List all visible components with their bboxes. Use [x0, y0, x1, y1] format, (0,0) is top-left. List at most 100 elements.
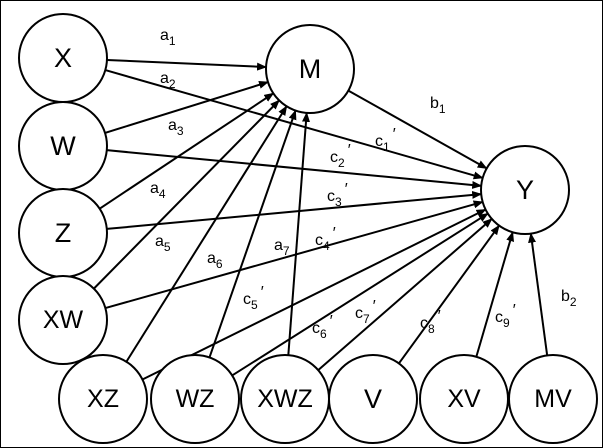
edge-label-base: c [330, 149, 338, 166]
edge-xz-to-y [141, 208, 487, 381]
edge-label-subscript: 3 [335, 195, 342, 209]
node-circle [58, 354, 148, 444]
edge-z-to-y [106, 190, 483, 230]
edge-label-prime: ′ [393, 126, 396, 143]
edge-label-v-to-y: c8′ [420, 308, 441, 336]
edge-label-base: a [155, 233, 164, 250]
node-wz: WZ [150, 354, 240, 444]
edge-label-prime: ′ [261, 284, 264, 301]
edge-label-x-to-m: a1 [160, 27, 176, 48]
edge-label-subscript: 1 [383, 140, 390, 154]
edge-label-w-to-y: c2′ [330, 142, 351, 170]
node-w: W [18, 101, 108, 191]
edge-mv-to-y [528, 232, 549, 356]
node-xwz: XWZ [240, 354, 330, 444]
edge-label-subscript: 9 [503, 316, 510, 330]
edge-label-xz-to-m: a5 [155, 233, 171, 254]
node-m: M [265, 24, 355, 114]
edge-label-subscript: 3 [177, 124, 184, 138]
node-circle [328, 354, 418, 444]
edge-w-to-m [104, 80, 269, 134]
edge-label-prime: ′ [345, 181, 348, 198]
node-xz: XZ [58, 354, 148, 444]
edge-label-prime: ′ [438, 308, 441, 325]
node-label-xwz: XWZ [257, 385, 313, 413]
edge-label-subscript: 4 [159, 187, 166, 201]
edge-z-to-m [99, 92, 275, 210]
edge-label-subscript: 8 [428, 322, 435, 336]
edge-label-base: c [312, 320, 320, 337]
edge-wz-to-y [231, 212, 489, 377]
edge-label-m-to-y: b1 [430, 95, 446, 116]
node-y: Y [480, 145, 570, 235]
edge-label-xw-to-m: a4 [150, 180, 166, 201]
edge-xwz-to-m [287, 111, 310, 356]
edge-label-subscript: 6 [320, 327, 327, 341]
node-label-mv: MV [534, 385, 572, 413]
node-circle [150, 354, 240, 444]
edge-label-base: b [561, 288, 570, 305]
edge-label-base: a [207, 250, 216, 267]
node-label-z: Z [55, 218, 72, 248]
edge-xw-to-m [93, 99, 280, 290]
node-label-w: W [50, 131, 76, 161]
node-z: Z [18, 188, 108, 278]
edge-label-subscript: 7 [283, 244, 290, 258]
edge-label-subscript: 1 [169, 34, 176, 48]
edge-v-to-y [398, 224, 500, 365]
edge-xwz-to-y [317, 218, 493, 371]
edge-label-base: c [327, 188, 335, 205]
edge-label-xw-to-y: c4′ [315, 225, 336, 253]
edge-label-base: c [495, 309, 503, 326]
edge-label-subscript: 2 [169, 77, 176, 91]
edge-label-mv-to-y: b2 [561, 288, 577, 309]
node-xw: XW [18, 275, 108, 365]
edge-label-base: a [160, 27, 169, 44]
node-label-xz: XZ [87, 385, 119, 413]
node-circle [18, 275, 108, 365]
node-label-v: V [364, 384, 382, 414]
edge-label-base: c [315, 232, 323, 249]
edge-label-xwz-to-y: c7′ [355, 298, 376, 326]
edge-label-prime: ′ [373, 298, 376, 315]
edge-label-base: a [168, 117, 177, 134]
edge-label-wz-to-m: a6 [207, 250, 223, 271]
edge-label-wz-to-y: c6′ [312, 313, 333, 341]
edge-label-base: c [375, 133, 383, 150]
node-label-x: X [54, 43, 72, 73]
edge-label-subscript: 1 [439, 102, 446, 116]
edge-label-base: a [160, 70, 169, 87]
edge-label-xv-to-y: c9′ [495, 302, 516, 330]
edge-w-to-y [106, 149, 483, 189]
node-circle [265, 24, 355, 114]
edge-label-subscript: 6 [216, 257, 223, 271]
node-circle [480, 145, 570, 235]
edge-label-x-to-y: c1′ [375, 126, 396, 154]
edge-label-subscript: 2 [570, 295, 577, 309]
edge-label-subscript: 5 [251, 298, 258, 312]
node-label-y: Y [516, 175, 534, 205]
node-circle [508, 354, 598, 444]
edge-label-subscript: 5 [164, 240, 171, 254]
node-label-xw: XW [43, 306, 84, 334]
edge-label-xwz-to-m: a7 [274, 237, 290, 258]
edge-xw-to-y [105, 200, 484, 310]
edge-label-base: c [355, 305, 363, 322]
node-label-m: M [299, 54, 322, 84]
edge-x-to-y [105, 69, 484, 180]
node-label-wz: WZ [176, 385, 215, 413]
node-label-xv: XV [447, 385, 481, 413]
node-x: X [18, 13, 108, 103]
node-mv: MV [508, 354, 598, 444]
edge-label-base: c [243, 291, 251, 308]
edge-label-w-to-m: a2 [160, 70, 176, 91]
edge-label-prime: ′ [348, 142, 351, 159]
node-v: V [328, 354, 418, 444]
edge-label-base: c [420, 315, 428, 332]
edge-label-subscript: 4 [323, 239, 330, 253]
edge-label-subscript: 7 [363, 312, 370, 326]
edge-label-base: a [274, 237, 283, 254]
edge-m-to-y [347, 89, 488, 170]
edge-label-prime: ′ [333, 225, 336, 242]
